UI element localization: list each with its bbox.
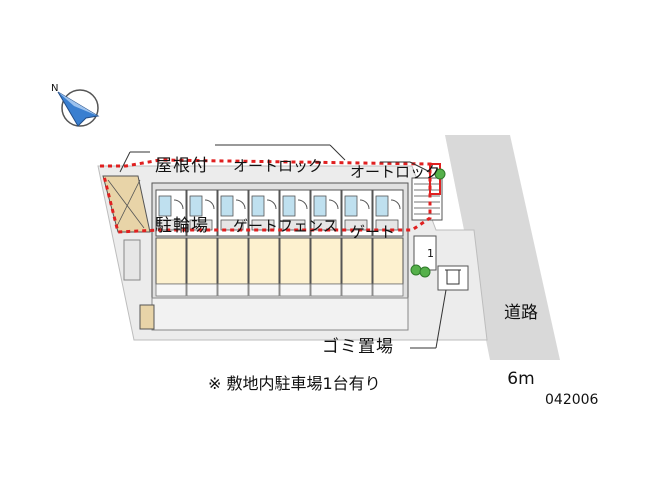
unit-4 [248, 189, 280, 297]
bike-parking-label-line1: 屋根付 [155, 156, 209, 176]
tree-icon [410, 168, 446, 278]
autolock-fence-line [100, 158, 432, 234]
autolock-gate-label-line1: オートロック [350, 163, 441, 181]
units [155, 189, 404, 297]
unit-3 [217, 189, 249, 297]
bike-rack-lower [139, 304, 155, 330]
stairs [411, 177, 443, 221]
unit-7 [341, 189, 373, 297]
parking-number: 1 [427, 247, 434, 260]
unit-6 [310, 189, 342, 297]
bike-parking-label-line2: 駐輪場 [155, 216, 209, 236]
unit-8 [372, 189, 404, 297]
road-label-name: 道路 [504, 303, 538, 323]
unit-1 [155, 189, 187, 297]
compass-letter: N [51, 83, 59, 94]
autolock-gate-label-line2: ゲート [350, 223, 396, 241]
property-code: 042006 [545, 392, 599, 408]
unit-5 [279, 189, 311, 297]
planter [123, 239, 141, 281]
garbage-bin-icon [445, 269, 461, 285]
garbage-label: ゴミ置場 [322, 337, 394, 357]
autolock-fence-label-line2: ゲートフェンス [233, 217, 338, 235]
road-label-width: 6m [507, 369, 535, 389]
bike-parking-label: 屋根付 駐輪場 [155, 116, 209, 256]
autolock-fence-label: オートロック ゲートフェンス [233, 116, 338, 256]
corridor [151, 297, 409, 331]
unit-2 [186, 189, 218, 297]
autolock-fence-label-line1: オートロック [233, 157, 324, 175]
autolock-gate-label: オートロック ゲート [350, 122, 440, 262]
road-label: 道路 6m [498, 258, 544, 412]
compass-icon [57, 89, 100, 127]
road [445, 135, 560, 360]
parking-note: ※ 敷地内駐車場1台有り [208, 374, 381, 393]
